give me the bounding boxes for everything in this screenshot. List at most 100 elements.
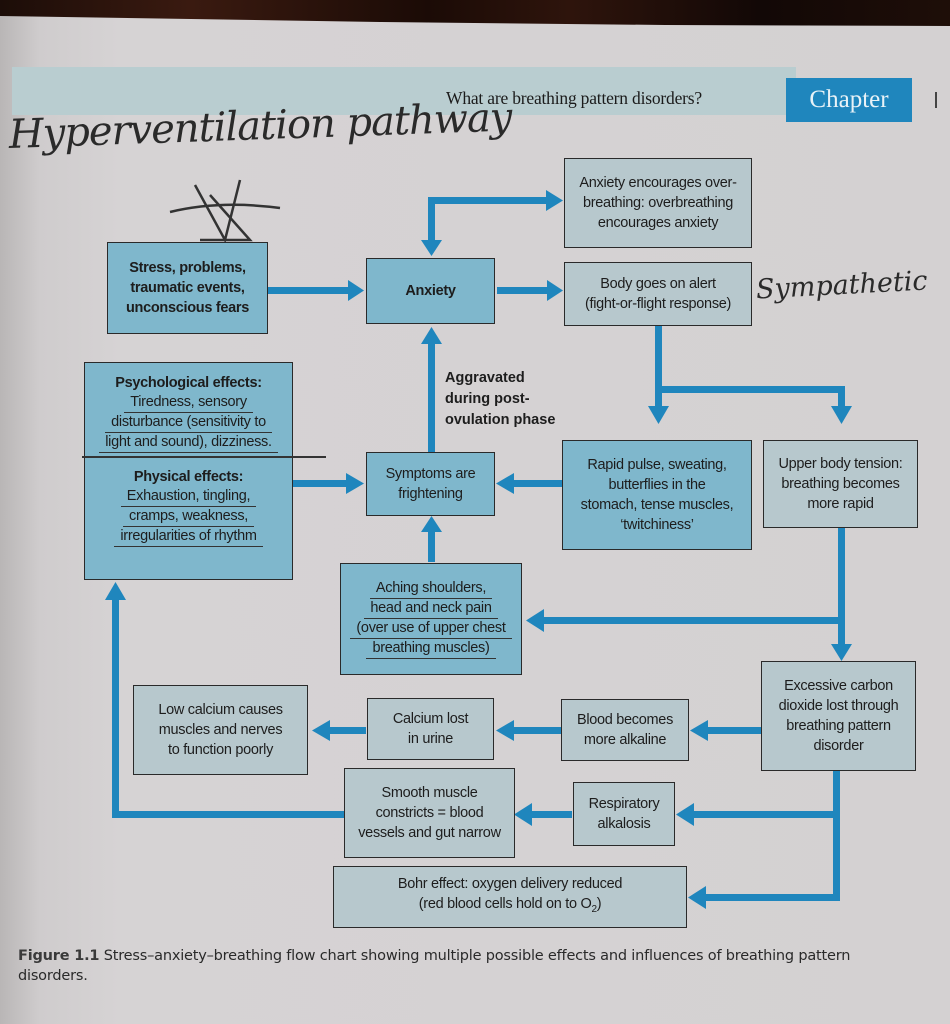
phys-line: irregularities of rhythm (114, 527, 263, 547)
node-text: frightening (398, 486, 463, 502)
psych-line: light and sound), dizziness. (99, 433, 278, 453)
node-text: breathing pattern (786, 718, 891, 734)
page-number-mark (935, 92, 937, 108)
node-text: muscles and nerves (158, 722, 283, 738)
doodle-mark (169, 179, 281, 244)
arrow-rapid-frightening (512, 480, 562, 487)
arrowhead-anxiety-alert (547, 280, 563, 301)
bohr-text: (red blood cells hold on to O (418, 896, 592, 913)
arrow-effects-frightening (292, 480, 348, 487)
arrowhead-to-smooth-muscle (514, 803, 532, 826)
arrow-return-up (112, 598, 119, 818)
figure-caption: Figure 1.1 Stress–anxiety–breathing flow… (18, 946, 918, 986)
node-text: dioxide lost through (778, 698, 899, 714)
aggravated-note: Aggravated during post- ovulation phase (445, 368, 555, 431)
node-low-calcium: Low calcium causes muscles and nerves to… (133, 685, 308, 775)
arrowhead-to-effects (105, 582, 126, 600)
arrow-loop-vertical (428, 197, 435, 245)
running-header-title: What are breathing pattern disorders? (446, 88, 702, 108)
node-text: Anxiety encourages over- (579, 175, 737, 191)
node-text: butterflies in the (608, 477, 706, 493)
arrowhead-to-frightening-up (421, 516, 442, 532)
node-text: breathing becomes (781, 476, 900, 492)
arrowhead-to-rapid-pulse (648, 406, 669, 424)
node-calcium-urine: Calcium lost in urine (367, 698, 494, 760)
node-upper-body: Upper body tension: breathing becomes mo… (763, 440, 918, 528)
arrow-to-bohr (704, 894, 840, 901)
arrow-split-horizontal (655, 386, 845, 393)
arrow-split-right-down (838, 386, 845, 408)
arrow-calcium-lowcalcium (328, 727, 366, 734)
arrowhead-to-anxiety-up (421, 327, 442, 344)
arrow-co2-alkaline (706, 727, 762, 734)
arrow-anxiety-alert (497, 287, 549, 294)
psych-line: disturbance (sensitivity to (105, 413, 272, 433)
node-text: traumatic events, (130, 280, 245, 296)
phys-line: Exhaustion, tingling, (120, 487, 257, 507)
node-text: unconscious fears (125, 300, 250, 316)
node-body-alert: Body goes on alert (fight-or-flight resp… (564, 262, 752, 326)
node-smooth-muscle: Smooth muscle constricts = blood vessels… (344, 768, 515, 858)
arrowhead-to-upper-body (831, 406, 852, 424)
note-line: during post- (445, 391, 530, 407)
node-text: Low calcium causes (158, 702, 283, 718)
figure-label: Figure 1.1 (18, 948, 100, 964)
node-text: Aching shoulders, (369, 579, 493, 599)
arrow-stress-anxiety (268, 287, 350, 294)
phys-heading: Physical effects: (133, 469, 244, 485)
arrow-co2-down (833, 771, 840, 901)
node-text: stomach, tense muscles, (580, 497, 734, 513)
node-rapid-pulse: Rapid pulse, sweating, butterflies in th… (562, 440, 752, 550)
arrowhead-to-low-calcium (312, 720, 330, 741)
psych-line: Tiredness, sensory (124, 393, 253, 413)
psych-heading: Psychological effects: (115, 375, 262, 391)
arrowhead-to-anxiety (421, 240, 442, 256)
node-text: Anxiety (405, 283, 456, 299)
node-anxiety: Anxiety (366, 258, 495, 324)
node-text: head and neck pain (364, 599, 498, 619)
arrow-upper-down (838, 528, 845, 646)
arrow-aching-frightening (428, 530, 435, 562)
arrow-to-resp-alkalosis (692, 811, 840, 818)
node-text: more alkaline (583, 732, 667, 748)
node-co2: Excessive carbon dioxide lost through br… (761, 661, 916, 771)
arrowhead-to-resp-alkalosis (676, 803, 694, 826)
arrowhead-to-calcium (496, 720, 514, 741)
node-text: (over use of upper chest (350, 619, 512, 639)
phys-line: cramps, weakness, (123, 507, 254, 527)
node-text: Body goes on alert (600, 276, 716, 292)
node-text: alkalosis (597, 816, 651, 832)
node-text: Rapid pulse, sweating, (587, 457, 727, 473)
arrow-to-aching (542, 617, 842, 624)
node-text: encourages anxiety (597, 215, 719, 231)
node-text: Smooth muscle (381, 785, 478, 801)
node-text: Upper body tension: (778, 456, 903, 472)
node-text: in urine (407, 731, 454, 747)
node-overbreathing: Anxiety encourages over- breathing: over… (564, 158, 752, 248)
node-text: ‘twitchiness’ (620, 517, 694, 533)
node-text: Symptoms are (385, 466, 476, 482)
arrowhead-to-overbreathing (546, 190, 563, 211)
arrowhead-to-frightening-right (496, 473, 514, 494)
subscript: 2 (591, 903, 597, 915)
node-effects: Psychological effects: Tiredness, sensor… (84, 362, 293, 580)
chapter-label: Chapter (809, 86, 889, 113)
note-line: ovulation phase (445, 412, 556, 428)
header-band (12, 67, 796, 115)
node-text: breathing muscles) (366, 639, 496, 659)
node-stress: Stress, problems, traumatic events, unco… (107, 242, 268, 334)
node-text: disorder (813, 738, 864, 754)
arrowhead-to-aching (526, 609, 544, 632)
arrow-loop-horizontal (428, 197, 548, 204)
arrowhead-to-frightening-left (346, 473, 364, 494)
arrowhead-to-bohr (688, 886, 706, 909)
pen-strike-line (82, 456, 326, 458)
node-text: (fight-or-flight response) (584, 296, 732, 312)
node-text: Blood becomes (576, 712, 674, 728)
node-text: vessels and gut narrow (358, 825, 501, 841)
node-text: Respiratory (588, 796, 660, 812)
arrow-resp-smooth (530, 811, 572, 818)
node-frightening: Symptoms are frightening (366, 452, 495, 516)
node-text: Bohr effect: oxygen delivery reduced (397, 876, 623, 893)
